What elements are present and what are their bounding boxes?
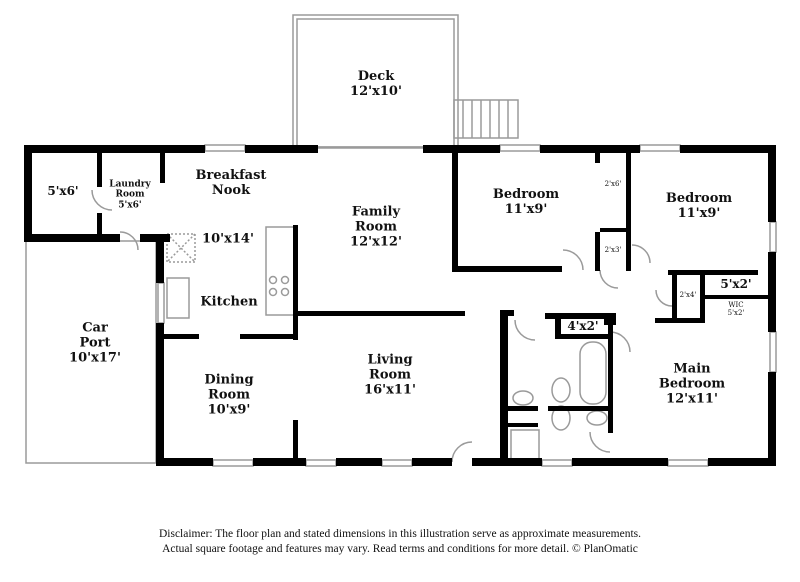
toilet-icon: [551, 377, 571, 403]
room-dims-kitchen: 10'x14': [202, 231, 254, 247]
outline-features: [25, 14, 777, 467]
room-label-main-bedroom: Main Bedroom 12'x11': [658, 361, 726, 407]
room-label-closet-4x2: 4'x2': [567, 319, 599, 334]
shower-icon: [510, 429, 540, 461]
room-label-wic: WIC 5'x2': [727, 300, 745, 317]
room-label-laundry: Laundry Room 5'x6': [109, 179, 151, 211]
room-label-breakfast-nook: Breakfast Nook: [195, 168, 267, 198]
sink-icon: [512, 390, 534, 406]
room-label-carport: Car Port 10'x17': [69, 320, 121, 366]
room-label-bedroom-1: Bedroom 11'x9': [492, 187, 560, 217]
room-label-storage: 5'x6': [47, 184, 79, 199]
disclaimer: Disclaimer: The floor plan and stated di…: [0, 527, 800, 557]
room-label-closet-2x3: 2'x3': [604, 245, 622, 254]
room-label-dining-room: Dining Room 10'x9': [204, 372, 254, 418]
door-icon: [91, 189, 113, 211]
walls: [24, 145, 776, 466]
room-label-family-room: Family Room 12'x12': [350, 204, 402, 250]
stairs-icon: [453, 99, 519, 139]
counter: [265, 226, 295, 316]
disclaimer-line-1: Disclaimer: The floor plan and stated di…: [158, 528, 642, 540]
room-label-closet-5x2: 5'x2': [720, 277, 752, 292]
disclaimer-line-2: Actual square footage and features may v…: [162, 543, 638, 555]
bathtub-icon: [579, 341, 607, 405]
room-label-closet-2x4: 2'x4': [679, 290, 697, 299]
room-label-closet-2x6: 2'x6': [604, 179, 622, 188]
stove-icon: [268, 275, 278, 285]
room-label-kitchen: Kitchen: [200, 294, 258, 310]
room-label-living-room: Living Room 16'x11': [364, 352, 416, 398]
sink-icon: [166, 277, 190, 319]
pantry-icon: [166, 233, 196, 263]
room-label-bedroom-2: Bedroom 11'x9': [665, 191, 733, 221]
room-label-deck: Deck 12'x10': [350, 69, 402, 99]
